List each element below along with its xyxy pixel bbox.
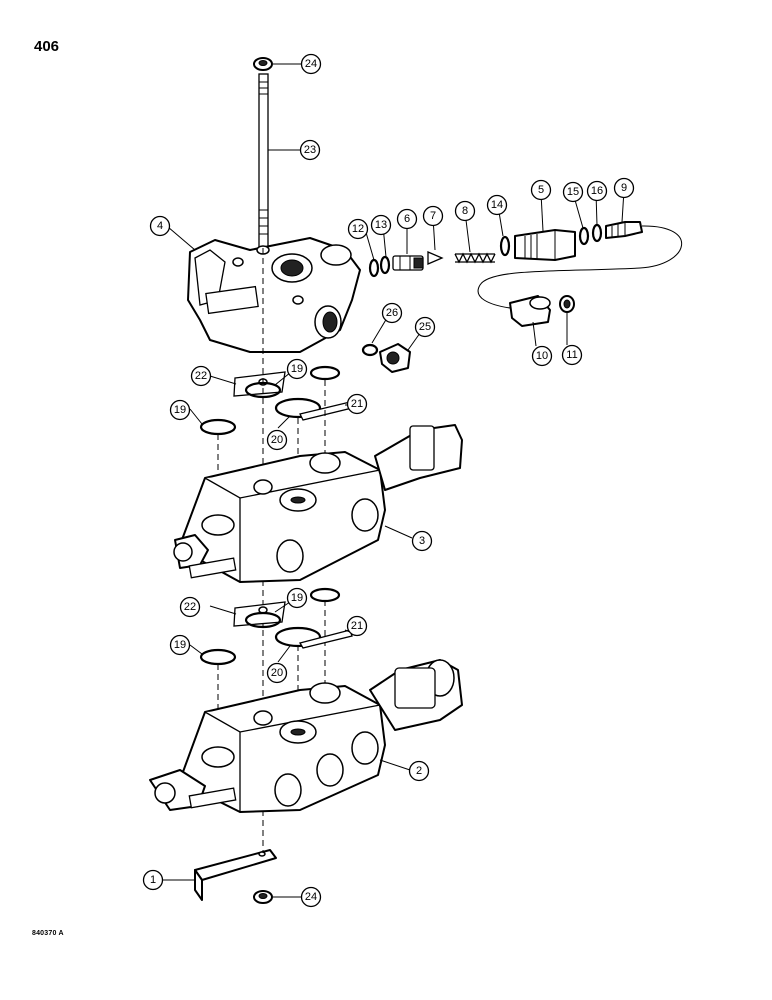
svg-text:13: 13 bbox=[375, 219, 387, 231]
callout-14: 14 bbox=[486, 194, 508, 216]
callout-12: 12 bbox=[347, 218, 369, 240]
callout-9: 9 bbox=[613, 177, 635, 199]
callout-19-lower-b: 19 bbox=[286, 587, 308, 609]
callout-23: 23 bbox=[299, 139, 321, 161]
callout-26: 26 bbox=[381, 302, 403, 324]
callout-20-lower: 20 bbox=[266, 662, 288, 684]
callout-10: 10 bbox=[531, 345, 553, 367]
figure-code: 840370 A bbox=[32, 930, 64, 937]
svg-text:19: 19 bbox=[291, 363, 303, 375]
callout-21-upper: 21 bbox=[346, 393, 368, 415]
svg-text:21: 21 bbox=[351, 620, 363, 632]
callout-2: 2 bbox=[408, 760, 430, 782]
svg-text:4: 4 bbox=[157, 220, 163, 232]
svg-text:21: 21 bbox=[351, 398, 363, 410]
svg-text:7: 7 bbox=[430, 210, 436, 222]
svg-text:9: 9 bbox=[621, 182, 627, 194]
callout-20-upper: 20 bbox=[266, 429, 288, 451]
callout-22-upper: 22 bbox=[190, 365, 212, 387]
svg-text:14: 14 bbox=[491, 199, 503, 211]
callout-8: 8 bbox=[454, 200, 476, 222]
svg-text:8: 8 bbox=[462, 205, 468, 217]
svg-text:10: 10 bbox=[536, 350, 548, 362]
callout-21-lower: 21 bbox=[346, 615, 368, 637]
callout-22-lower: 22 bbox=[179, 596, 201, 618]
svg-text:20: 20 bbox=[271, 434, 283, 446]
upper-seals bbox=[199, 365, 353, 436]
callout-19-upper-a: 19 bbox=[169, 399, 191, 421]
lower-seals bbox=[199, 587, 353, 666]
valve-section-upper bbox=[173, 424, 463, 583]
callout-6: 6 bbox=[396, 208, 418, 230]
relief-valve-parts bbox=[368, 221, 683, 327]
svg-text:16: 16 bbox=[591, 185, 603, 197]
svg-text:19: 19 bbox=[291, 592, 303, 604]
svg-text:1: 1 bbox=[150, 874, 156, 886]
svg-text:24: 24 bbox=[305, 58, 317, 70]
svg-text:25: 25 bbox=[419, 321, 431, 333]
callout-24-top: 24 bbox=[300, 53, 322, 75]
mounting-bracket bbox=[194, 849, 277, 901]
svg-text:23: 23 bbox=[304, 144, 316, 156]
svg-text:22: 22 bbox=[184, 601, 196, 613]
callout-13: 13 bbox=[370, 214, 392, 236]
svg-text:19: 19 bbox=[174, 404, 186, 416]
callout-24-bottom: 24 bbox=[300, 886, 322, 908]
svg-text:12: 12 bbox=[352, 223, 364, 235]
nut-top bbox=[253, 57, 273, 71]
callout-11: 11 bbox=[561, 344, 583, 366]
callout-19-upper-b: 19 bbox=[286, 358, 308, 380]
svg-text:26: 26 bbox=[386, 307, 398, 319]
callout-25: 25 bbox=[414, 316, 436, 338]
valve-section-lower bbox=[149, 659, 463, 813]
callout-7: 7 bbox=[422, 205, 444, 227]
callout-4: 4 bbox=[149, 215, 171, 237]
nut-bottom bbox=[253, 890, 273, 904]
svg-text:20: 20 bbox=[271, 667, 283, 679]
callout-19-lower-a: 19 bbox=[169, 634, 191, 656]
leader-lines bbox=[162, 63, 625, 898]
callout-3: 3 bbox=[411, 530, 433, 552]
tie-stud bbox=[258, 73, 269, 249]
callout-15: 15 bbox=[562, 181, 584, 203]
svg-text:19: 19 bbox=[174, 639, 186, 651]
svg-text:5: 5 bbox=[538, 184, 544, 196]
page-number: 406 bbox=[34, 38, 60, 55]
svg-text:11: 11 bbox=[566, 349, 577, 361]
svg-text:3: 3 bbox=[419, 535, 425, 547]
callout-16: 16 bbox=[586, 180, 608, 202]
svg-text:6: 6 bbox=[404, 213, 410, 225]
end-cover-body bbox=[187, 237, 361, 353]
svg-text:24: 24 bbox=[305, 891, 317, 903]
svg-text:15: 15 bbox=[567, 186, 579, 198]
plug-and-oring bbox=[361, 343, 411, 373]
svg-text:22: 22 bbox=[195, 370, 207, 382]
callout-1: 1 bbox=[142, 869, 164, 891]
svg-text:2: 2 bbox=[416, 765, 422, 777]
callout-5: 5 bbox=[530, 179, 552, 201]
